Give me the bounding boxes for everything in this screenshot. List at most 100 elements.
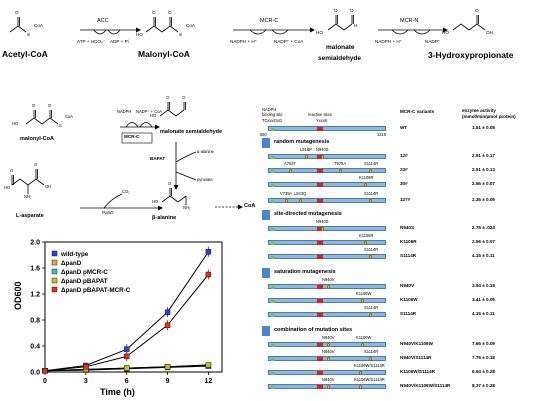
variant-name: N940V	[400, 282, 415, 288]
nadph-binding-site	[271, 183, 275, 187]
mcr-domain-bar	[268, 168, 386, 174]
data-point	[164, 364, 171, 370]
mutation-label: A763T	[284, 161, 297, 166]
legend-swatch	[51, 268, 58, 275]
beta-alanine-skeleton	[161, 195, 187, 203]
x-tick-label: 0	[43, 378, 47, 385]
column-variants: MCR-C variants	[400, 109, 435, 114]
y-tick-label: 1.6	[30, 266, 40, 273]
atom-label: OH	[486, 30, 493, 35]
section-arrow	[262, 210, 270, 220]
reactive-site	[317, 126, 323, 132]
header-binding-site: binding site	[262, 112, 283, 117]
nadph-binding-site	[271, 241, 275, 245]
cofactor-nadp: NADP⁺	[425, 39, 441, 44]
mutation-marker	[359, 371, 363, 375]
mutation-label: T979A	[334, 161, 347, 166]
variant-name: WT	[400, 124, 408, 130]
atom-label: HO	[12, 121, 19, 126]
header-nadph: NADPH	[262, 107, 277, 112]
mutation-marker	[369, 313, 373, 317]
variant-activity: 6.94 ± 0.28	[472, 368, 495, 374]
compound-l-asparate: L-asparate	[16, 213, 44, 219]
legend-label: ΔpanD	[61, 260, 82, 267]
compound-acetyl-coa: Acetyl-CoA	[2, 49, 48, 59]
mutation-marker	[327, 343, 331, 347]
reactive-site	[317, 182, 323, 188]
cofactor-adp: ADP + Pi	[110, 39, 129, 44]
atom-label: O	[48, 103, 52, 108]
mcr-domain-bar	[268, 342, 386, 348]
atom-label: H	[354, 23, 358, 28]
data-point	[42, 368, 48, 374]
x-tick-label: 3	[84, 378, 88, 385]
mutation-label: N940S	[316, 147, 329, 152]
reactive-site	[317, 384, 323, 390]
variant-activity: 3.94 ± 0.19	[472, 282, 495, 288]
nadph-binding-site	[271, 255, 275, 259]
cofactor-nadp-coa: NADP⁺ + CoA	[274, 39, 304, 44]
reactive-site	[317, 356, 323, 362]
mutation-label: S1114R	[364, 191, 379, 196]
atom-label: HO	[152, 199, 159, 204]
data-point	[205, 362, 212, 368]
variant-name: N940S	[400, 224, 415, 230]
nadph-binding-site	[271, 155, 275, 159]
data-point	[205, 249, 212, 255]
mutation-label: L843Q	[294, 191, 307, 196]
variant-name: N940V/S1114R	[400, 354, 432, 360]
mutation-label: S1114R	[364, 161, 379, 166]
reactive-site	[317, 284, 323, 290]
mcr-domain-bar	[268, 254, 386, 260]
mutation-label: K1106W/S1114R	[354, 377, 385, 382]
chart-xlabel: Time (h)	[100, 387, 135, 397]
header-motif-2: YxxxK	[316, 118, 328, 123]
mcr-domain-bar	[268, 370, 386, 376]
3hp-skeleton	[452, 23, 486, 31]
reactive-site	[317, 254, 323, 260]
reactive-site	[317, 154, 323, 160]
mutation-label: N940V	[322, 349, 335, 354]
section-title: random mutagenesis	[274, 139, 330, 145]
mutation-marker	[321, 227, 325, 231]
mcr-variants-panel: NADPH binding site reactive sites TGxxxG…	[258, 102, 539, 401]
column-activity: enzyme activity (mmol/min/µmol protein)	[462, 108, 516, 119]
mutation-label: K1106W	[356, 291, 372, 296]
mcr-domain-bar	[268, 356, 386, 362]
mutation-marker	[361, 343, 365, 347]
atom-label: CoA	[34, 23, 43, 28]
section-title: combination of mutation sites	[274, 327, 353, 333]
enzyme-mcr-c: MCR-C	[260, 18, 279, 24]
data-point	[123, 353, 130, 360]
header-reactive-sites: reactive sites	[308, 112, 332, 117]
cofactor-nadph-3: NADPH	[117, 109, 132, 114]
mutation-label: N940S	[316, 219, 329, 224]
legend-label: wild-type	[60, 251, 89, 258]
cofactor-pyruvate: pyruvate	[197, 177, 213, 182]
atom-label: O	[152, 10, 156, 15]
data-point	[164, 322, 171, 328]
mutation-marker	[305, 155, 309, 159]
atom-label: O	[475, 8, 479, 13]
atom-label: HO	[316, 30, 323, 35]
variant-name: S1114R	[400, 252, 417, 258]
section-title: site-directed mutagenesis	[274, 211, 342, 217]
x-tick-label: 12	[204, 378, 212, 385]
variant-name: 12#	[400, 152, 408, 158]
nadph-binding-site	[271, 127, 275, 131]
nadph-binding-site	[271, 357, 275, 361]
compound-malonate-semialdehyde-2: malonate semialdehyde	[160, 129, 223, 135]
section-title: saturation mutagenesis	[274, 269, 336, 275]
reactive-site	[317, 226, 323, 232]
mutation-label: S1114R	[364, 349, 379, 354]
enzyme-mcr-n: MCR-N	[400, 18, 419, 24]
variant-name: N940V/K1106W	[400, 340, 433, 346]
mcr-domain-bar	[268, 198, 386, 204]
atom-label: HO	[150, 113, 157, 118]
header-start: 550	[260, 132, 267, 137]
atom-label: HO	[136, 32, 143, 37]
mutation-label: S1114R	[364, 247, 379, 252]
variant-name: K1106W	[400, 296, 418, 302]
